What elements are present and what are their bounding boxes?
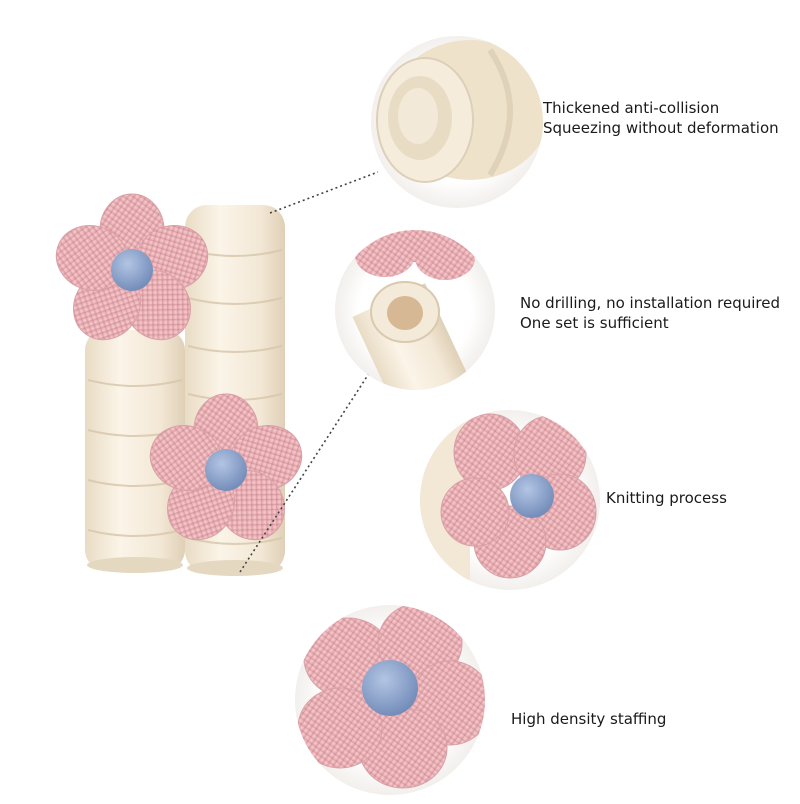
caption-line: Thickened anti-collision (543, 99, 720, 117)
caption-line: High density staffing (511, 710, 667, 728)
detail-circle-dense-flower (295, 605, 485, 795)
callout-line-1 (269, 171, 379, 214)
feature-caption-high-density: High density staffing (511, 709, 666, 729)
detail-circle-foam-end (371, 36, 543, 208)
feature-caption-knitting: Knitting process (606, 488, 727, 508)
caption-line: No drilling, no installation required (520, 294, 780, 312)
caption-line: Squeezing without deformation (543, 119, 779, 137)
foam-tube-left (85, 330, 185, 573)
flower-decoration-bottom (149, 393, 303, 541)
feature-caption-no-drilling: No drilling, no installation required On… (520, 293, 780, 333)
flower-decoration-top (55, 193, 209, 341)
callout-line-2 (239, 317, 406, 573)
caption-line: One set is sufficient (520, 314, 669, 332)
detail-circle-knitted-flower (420, 410, 600, 590)
detail-circle-hollow-tube (335, 230, 495, 390)
feature-caption-anti-collision: Thickened anti-collision Squeezing witho… (543, 98, 779, 138)
caption-line: Knitting process (606, 489, 727, 507)
